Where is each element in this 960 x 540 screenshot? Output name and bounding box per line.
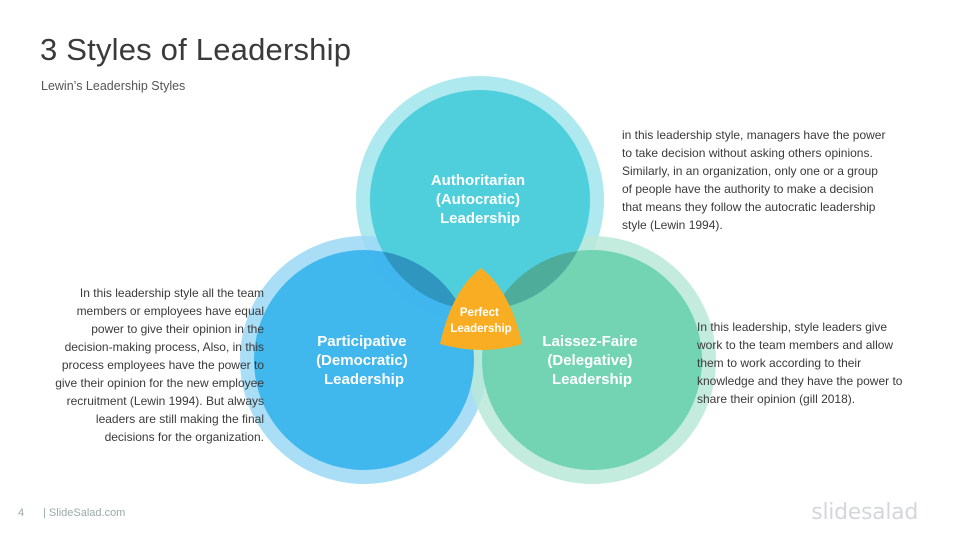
description-participative: In this leadership style all the team me… [24,284,264,446]
desc-right-line: In this leadership, style leaders give [697,320,888,334]
desc-right-line: share their opinion (gill 2018). [697,392,856,406]
venn-center-perfect-leadership [440,268,522,350]
desc-top-line: of people have the authority to make a d… [622,182,874,196]
desc-top-line: to take decision without asking others o… [622,146,873,160]
label-center-line-2: Leadership [450,323,511,335]
label-right-line-1: Laissez-Faire [542,333,637,350]
desc-right-line: them to work according to their [697,356,862,370]
label-right: Laissez-Faire (Delegative) Leadership [542,333,641,388]
label-center-line-1: Perfect [460,307,499,319]
slide-title: 3 Styles of Leadership [40,32,352,67]
desc-top-line: style (Lewin 1994). [622,218,723,232]
desc-left-line: decision-making process, Also, in this [64,340,264,354]
desc-left-line: decisions for the organization. [104,430,264,444]
label-left-line-1: Participative [317,333,406,350]
desc-left-line: power to give their opinion in the [91,322,264,336]
desc-left-line: recruitment (Lewin 1994). But always [66,394,264,408]
label-left-line-2: (Democratic) [316,352,408,369]
venn-circle-right [482,250,702,470]
label-top-line-2: (Autocratic) [436,191,520,208]
description-authoritarian: in this leadership style, managers have … [622,126,922,234]
desc-top-line: Similarly, in an organization, only one … [622,164,878,178]
label-top-line-1: Authoritarian [431,172,525,189]
label-right-line-3: Leadership [552,371,632,388]
slidesalad-logo: slidesalad [811,500,918,525]
desc-left-line: In this leadership style all the team [79,286,264,300]
label-top: Authoritarian (Autocratic) Leadership [431,172,529,227]
label-left-line-3: Leadership [324,371,404,388]
desc-top-line: in this leadership style, managers have … [622,128,886,142]
desc-left-line: give their opinion for the new employee [55,376,264,390]
desc-left-line: leaders are still making the final [95,412,264,426]
footer-brand[interactable]: | SlideSalad.com [43,507,126,519]
desc-left-line: process employees have the power to [61,358,264,372]
page-number: 4 [18,507,25,519]
desc-right-line: knowledge and they have the power to [697,374,903,388]
label-center: Perfect Leadership [450,307,511,335]
label-right-line-2: (Delegative) [547,352,632,369]
desc-right-line: work to the team members and allow [697,338,894,352]
desc-left-line: members or employees have equal [76,304,264,318]
desc-top-line: that means they follow the autocratic le… [622,200,876,214]
slide-subtitle: Lewin’s Leadership Styles [41,79,186,93]
label-left: Participative (Democratic) Leadership [316,333,412,388]
description-laissez-faire: In this leadership, style leaders give w… [697,318,937,408]
label-top-line-3: Leadership [440,210,520,227]
venn-circle-top [370,90,590,310]
venn-circle-left [254,250,474,470]
